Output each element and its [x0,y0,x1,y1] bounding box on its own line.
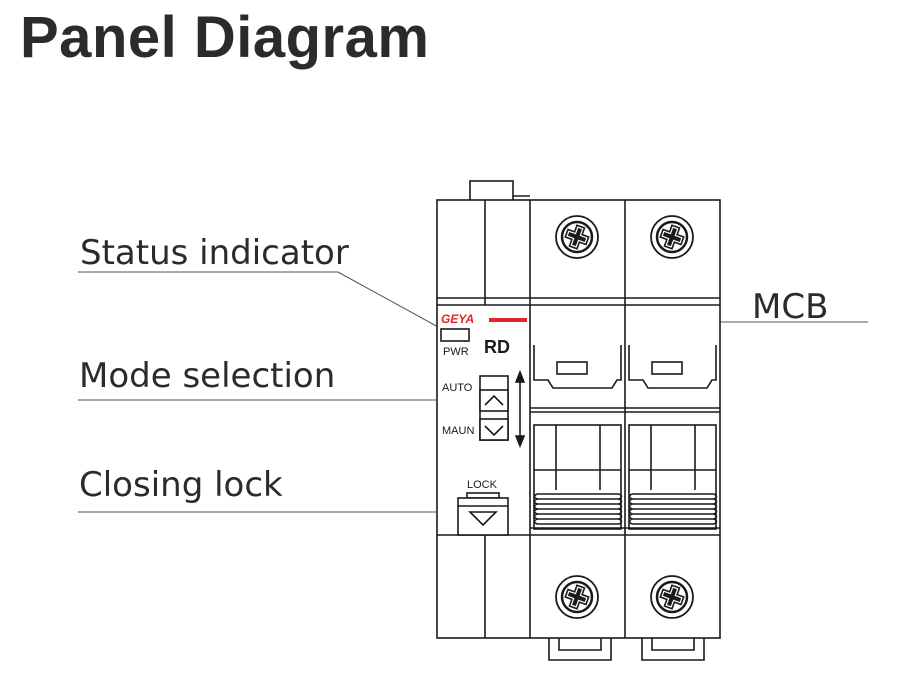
status-indicator-leader [78,271,441,329]
pwr-label: PWR [443,346,469,358]
closing-lock-switch[interactable] [457,492,509,536]
lock-label: LOCK [467,479,498,491]
auto-label: AUTO [442,382,473,394]
model-label: RD [484,337,510,357]
status-indicator-label: Status indicator [80,233,349,273]
manual-label: MAUN [442,425,474,437]
mcb-label: MCB [752,287,829,327]
top-left-screw-icon [554,214,600,260]
closing-lock-label: Closing lock [79,465,283,505]
bottom-right-screw-icon [649,574,695,620]
page-title: Panel Diagram [20,5,430,70]
brand-stripe [489,318,527,322]
mode-direction-arrow-icon [514,369,526,449]
bottom-left-screw-icon [554,574,600,620]
brand-logo: GEYA [441,312,474,326]
spring-left [533,493,623,525]
spring-right [628,493,718,525]
mode-selection-label: Mode selection [79,356,336,396]
top-right-screw-icon [649,214,695,260]
mode-selector-switch[interactable] [479,375,509,441]
